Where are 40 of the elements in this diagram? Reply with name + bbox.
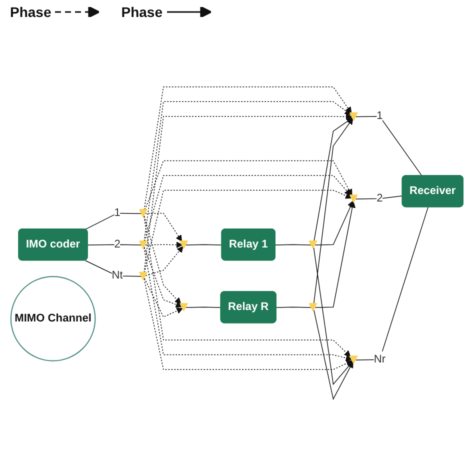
- connector: [84, 212, 142, 230]
- arrow: [144, 190, 352, 274]
- legend-label: Phase: [10, 4, 52, 20]
- arrow: [144, 216, 351, 357]
- arrow: [144, 113, 352, 274]
- connector: [84, 260, 142, 277]
- arrow: [145, 212, 182, 242]
- connector: [186, 244, 222, 246]
- edge-label: 1: [376, 110, 383, 122]
- connector: [276, 306, 312, 308]
- edge-label: 2: [376, 192, 383, 204]
- arrow: [144, 247, 352, 362]
- arrow: [144, 160, 352, 210]
- connector: [355, 116, 422, 176]
- connector: [355, 206, 428, 360]
- edge-label: 1: [114, 206, 120, 219]
- node-circle: MIMO Channel: [10, 276, 96, 362]
- arrow: [314, 200, 354, 246]
- connector: [355, 195, 403, 200]
- connector: [275, 244, 312, 246]
- arrow: [144, 278, 353, 370]
- arrow: [144, 278, 183, 318]
- arrow: [144, 175, 351, 242]
- arrow: [144, 86, 352, 210]
- connector: [186, 306, 222, 308]
- arrow: [314, 118, 353, 242]
- arrow: [144, 246, 182, 308]
- edge-label: 2: [114, 238, 120, 250]
- arrow: [313, 118, 354, 304]
- arrow: [145, 242, 183, 248]
- edge-label: Nr: [374, 352, 386, 366]
- arrow: [314, 201, 356, 308]
- arrow: [313, 247, 354, 386]
- connector: [88, 244, 142, 246]
- legend-label: Phase: [121, 4, 162, 20]
- arrow: [314, 310, 354, 400]
- edge-label: Nt: [112, 269, 123, 282]
- arrow: [144, 216, 182, 304]
- arrow: [144, 101, 352, 242]
- arrow: [145, 246, 184, 276]
